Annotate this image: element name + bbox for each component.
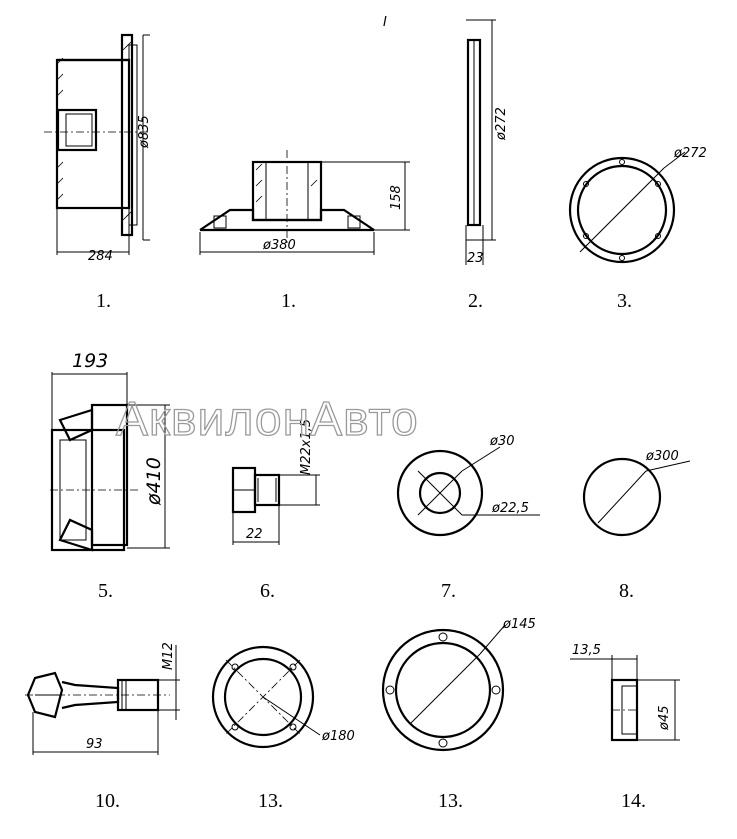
part-5-hub <box>50 372 170 552</box>
label-part-14: 14. <box>621 790 646 812</box>
part-10-bolt <box>25 645 180 755</box>
label-part-1a: 1. <box>96 290 111 312</box>
part-1-flange-section <box>199 150 410 255</box>
dim-d410: ø410 <box>143 457 165 506</box>
dim-m22: M22x1,5 <box>299 419 314 475</box>
label-part-1b: 1. <box>281 290 296 312</box>
dim-284: 284 <box>88 249 113 264</box>
label-part-8: 8. <box>619 580 634 602</box>
label-part-10: 10. <box>95 790 120 812</box>
part-3-ring <box>568 151 686 264</box>
part-2-gasket-side <box>465 19 496 265</box>
part-14-bushing <box>570 655 680 742</box>
dim-d272-side: ø272 <box>494 107 509 141</box>
dim-23: 23 <box>467 251 484 266</box>
part-6-plug <box>231 466 320 545</box>
part-13-small-ring <box>211 645 321 749</box>
dim-93: 93 <box>86 737 103 752</box>
dim-d300: ø300 <box>645 449 679 464</box>
label-part-13a: 13. <box>258 790 283 812</box>
dim-d835: ø835 <box>137 115 152 149</box>
label-part-5: 5. <box>98 580 113 602</box>
watermark: АквилонАвто <box>116 393 419 446</box>
part-7-washer <box>396 446 540 537</box>
dim-m12: M12 <box>161 642 176 670</box>
dim-d180: ø180 <box>321 729 355 744</box>
dim-d145: ø145 <box>502 617 536 632</box>
dim-d30: ø30 <box>489 434 515 449</box>
part-1-side-section <box>44 33 150 255</box>
label-part-6: 6. <box>260 580 275 602</box>
dim-13-5: 13,5 <box>572 643 601 658</box>
label-part-3: 3. <box>617 290 632 312</box>
dim-158: 158 <box>389 185 404 210</box>
dim-d272-ring: ø272 <box>673 146 707 161</box>
dim-193: 193 <box>72 350 108 372</box>
dim-d380: ø380 <box>262 238 296 253</box>
dim-d22-5: ø22,5 <box>491 501 529 516</box>
part-8-disc <box>582 457 691 537</box>
label-part-13b: 13. <box>438 790 463 812</box>
part-13-large-ring <box>381 624 506 752</box>
dim-d45: ø45 <box>657 706 672 732</box>
label-part-7: 7. <box>441 580 456 602</box>
label-part-2: 2. <box>468 290 483 312</box>
dim-22: 22 <box>246 527 263 542</box>
stray-mark: I <box>383 15 387 30</box>
